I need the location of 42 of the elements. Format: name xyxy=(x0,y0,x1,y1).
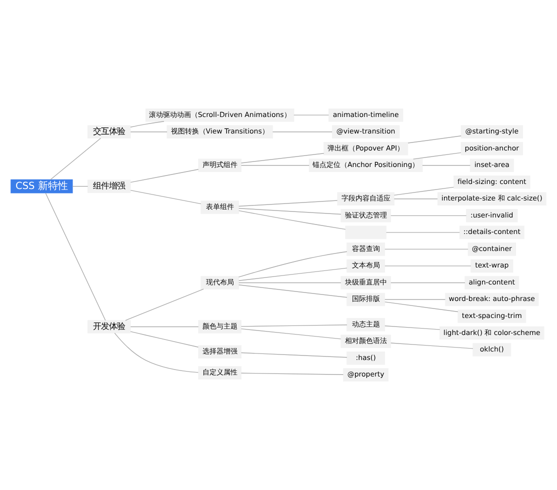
connector xyxy=(384,302,458,312)
connector xyxy=(72,186,88,187)
connector xyxy=(394,186,454,196)
connector xyxy=(408,136,462,144)
connector xyxy=(422,165,471,166)
node-box xyxy=(345,226,386,240)
connector xyxy=(238,210,346,230)
connector xyxy=(240,165,310,166)
connector xyxy=(412,152,462,160)
connector xyxy=(238,284,348,298)
connector xyxy=(294,114,330,116)
connector xyxy=(394,198,438,200)
connector xyxy=(238,208,342,215)
connector xyxy=(384,299,446,300)
connector xyxy=(384,326,440,330)
connector xyxy=(240,153,324,164)
connector xyxy=(384,248,468,250)
connector xyxy=(130,121,164,128)
connector xyxy=(238,251,348,278)
connector xyxy=(114,332,199,373)
connector xyxy=(130,190,202,204)
connector xyxy=(386,232,460,233)
node-box: 开发体验 xyxy=(87,320,131,334)
connector xyxy=(238,268,348,281)
connector xyxy=(390,282,466,284)
connector xyxy=(238,282,342,284)
connector xyxy=(45,192,106,321)
node-box: 交互体验 xyxy=(87,125,131,138)
connector xyxy=(240,324,348,327)
connector xyxy=(130,331,199,348)
connector xyxy=(240,328,342,340)
connector xyxy=(240,372,344,375)
connector xyxy=(390,215,467,216)
connector xyxy=(390,342,474,349)
connector xyxy=(125,288,204,321)
connector xyxy=(50,138,102,180)
connector xyxy=(130,326,199,328)
connector xyxy=(130,169,199,183)
connector xyxy=(240,352,348,358)
node-box: 组件增强 xyxy=(87,180,131,193)
connector xyxy=(238,200,338,207)
node-box: CSS 新特性 xyxy=(10,179,73,194)
